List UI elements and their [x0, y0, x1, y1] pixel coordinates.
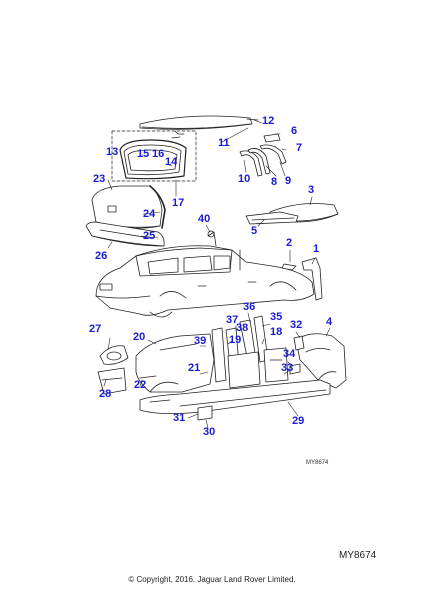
aerial	[207, 230, 217, 247]
scuttle-panel	[245, 211, 299, 225]
callout-33: 33	[281, 362, 294, 374]
callout-34: 34	[283, 348, 296, 360]
callout-31: 31	[173, 412, 186, 424]
callout-18: 18	[270, 326, 283, 338]
callout-40: 40	[198, 213, 211, 225]
callout-12: 12	[262, 115, 275, 127]
leader-lines	[103, 119, 331, 429]
rear-quarter-panel	[135, 333, 215, 393]
callout-21: 21	[188, 362, 201, 374]
callout-1: 1	[313, 243, 320, 255]
rear-window-assembly	[111, 130, 197, 182]
callout-2: 2	[286, 237, 293, 249]
copyright-notice: © Copyright, 2016. Jaguar Land Rover Lim…	[128, 575, 296, 584]
callout-6: 6	[291, 125, 298, 137]
callout-37: 37	[226, 314, 239, 326]
callout-14: 14	[165, 156, 178, 168]
callout-7: 7	[296, 142, 303, 154]
callout-8: 8	[271, 176, 278, 188]
small-figure-id: MY8674	[306, 460, 329, 466]
callout-19: 19	[229, 334, 242, 346]
callout-26: 26	[95, 250, 108, 262]
callout-39: 39	[194, 335, 207, 347]
callout-9: 9	[285, 175, 292, 187]
fuel-filler-assembly	[97, 345, 129, 395]
callout-30: 30	[203, 426, 216, 438]
callout-22: 22	[134, 379, 147, 391]
figure-id: MY8674	[339, 550, 377, 561]
inner-door-panels	[227, 347, 289, 389]
front-wing	[295, 333, 347, 389]
callout-11: 11	[218, 137, 230, 149]
callout-13: 13	[106, 146, 119, 158]
callout-3: 3	[308, 184, 315, 196]
callout-36: 36	[243, 301, 256, 313]
windscreen-trims	[239, 133, 287, 177]
callout-5: 5	[251, 225, 258, 237]
callout-28: 28	[99, 388, 112, 400]
callout-32: 32	[290, 319, 303, 331]
callout-27: 27	[89, 323, 102, 335]
front-inner-wing	[281, 257, 323, 301]
callout-10: 10	[238, 173, 251, 185]
callout-38: 38	[236, 322, 249, 334]
callout-25: 25	[143, 230, 156, 242]
callout-24: 24	[143, 208, 156, 220]
roof-panel	[139, 115, 259, 135]
callout-23: 23	[93, 173, 106, 185]
callout-17: 17	[172, 197, 185, 209]
body-shell	[95, 245, 315, 318]
callout-29: 29	[292, 415, 305, 427]
callout-35: 35	[270, 311, 283, 323]
sill-panel	[139, 379, 331, 414]
callout-16: 16	[152, 148, 165, 160]
callout-20: 20	[133, 331, 146, 343]
callout-4: 4	[326, 316, 333, 328]
callout-15: 15	[137, 148, 150, 160]
jacking-point	[197, 405, 213, 421]
rear-valance	[85, 221, 165, 247]
